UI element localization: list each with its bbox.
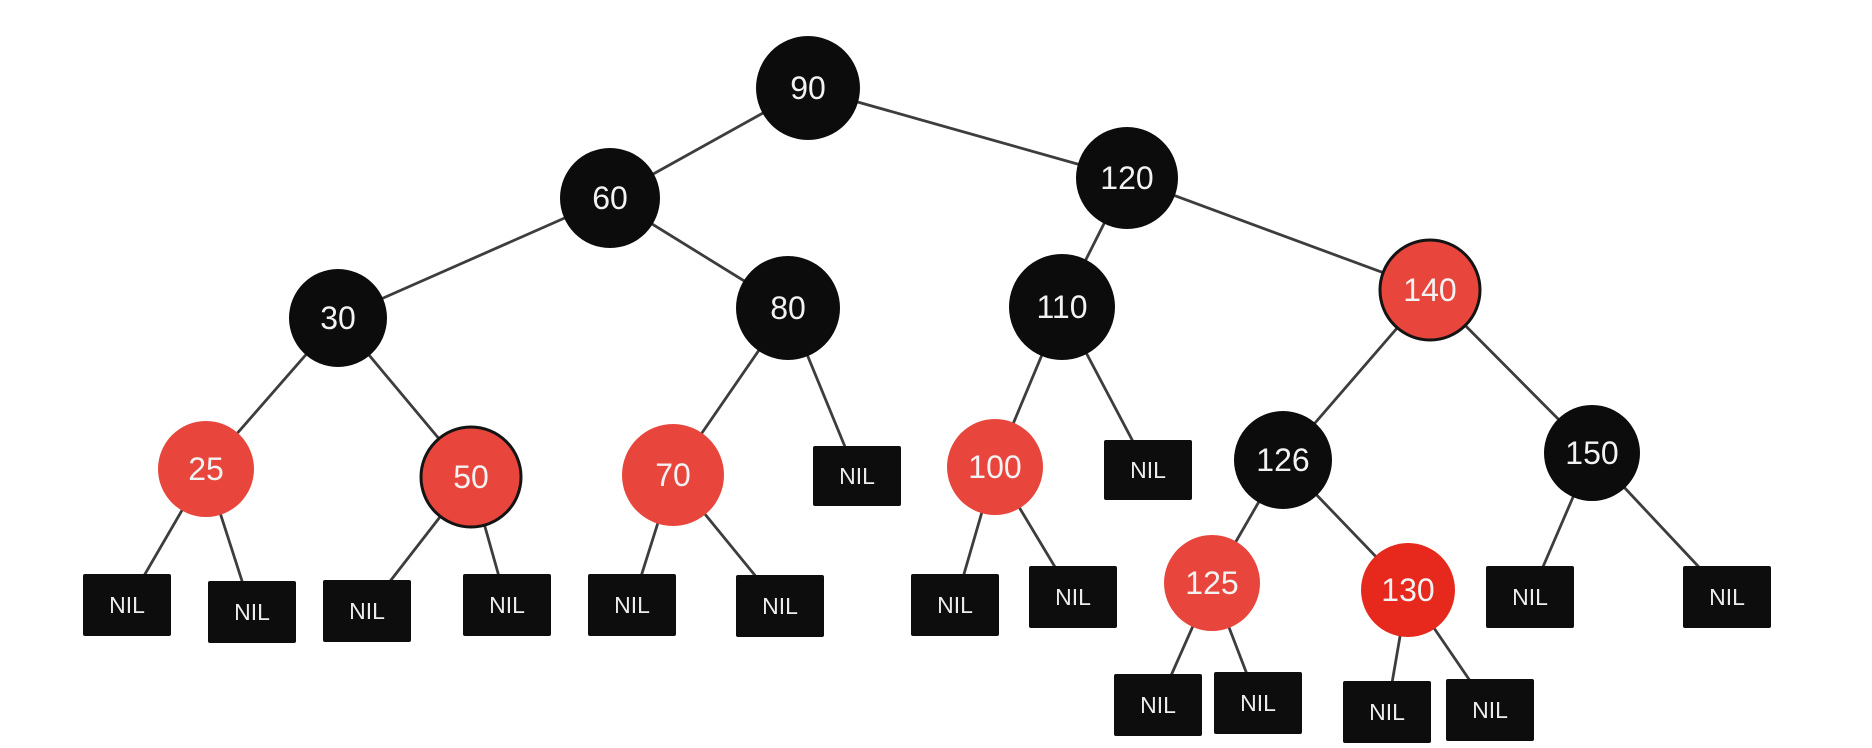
- node-label-nil-25-r: NIL: [234, 599, 270, 625]
- node-circle-140: [1378, 238, 1482, 342]
- node-circle-110: [1009, 254, 1115, 360]
- nil-node-nil-80-r: NIL: [813, 446, 901, 506]
- tree-node-110: 110: [1009, 254, 1115, 360]
- nil-node-nil-110-r: NIL: [1104, 440, 1192, 500]
- node-label-nil-130-r: NIL: [1472, 697, 1508, 723]
- node-circle-80: [736, 256, 840, 360]
- tree-node-90: 90: [756, 36, 860, 140]
- edge-90-120: [806, 86, 1129, 180]
- node-label-nil-70-l: NIL: [614, 592, 650, 618]
- node-label-nil-125-l: NIL: [1140, 692, 1176, 718]
- nil-box-nil-125-l: [1114, 674, 1202, 736]
- nil-node-nil-125-r: NIL: [1214, 672, 1302, 734]
- nil-box-nil-100-l: [911, 574, 999, 636]
- node-circle-150: [1544, 405, 1640, 501]
- nil-box-nil-70-r: [736, 575, 824, 637]
- nil-box-nil-70-l: [588, 574, 676, 636]
- nil-node-nil-125-l: NIL: [1114, 674, 1202, 736]
- node-label-100: 100: [968, 449, 1021, 485]
- nil-node-nil-150-l: NIL: [1486, 566, 1574, 628]
- nil-node-nil-25-r: NIL: [208, 581, 296, 643]
- node-circle-100: [947, 419, 1043, 515]
- node-circle-25: [158, 421, 254, 517]
- tree-node-30: 30: [289, 269, 387, 367]
- nil-box-nil-130-r: [1446, 679, 1534, 741]
- node-label-25: 25: [188, 451, 224, 487]
- nil-box-nil-125-r: [1214, 672, 1302, 734]
- nil-box-nil-100-r: [1029, 566, 1117, 628]
- nil-box-nil-150-l: [1486, 566, 1574, 628]
- nil-box-nil-25-l: [83, 574, 171, 636]
- nil-node-nil-130-r: NIL: [1446, 679, 1534, 741]
- nil-node-nil-150-r: NIL: [1683, 566, 1771, 628]
- node-label-130: 130: [1381, 572, 1434, 608]
- node-label-70: 70: [655, 457, 691, 493]
- node-label-125: 125: [1185, 565, 1238, 601]
- tree-node-150: 150: [1544, 405, 1640, 501]
- node-label-nil-25-l: NIL: [109, 592, 145, 618]
- tree-node-50: 50: [419, 425, 523, 529]
- node-label-60: 60: [592, 180, 628, 216]
- tree-node-125: 125: [1164, 535, 1260, 631]
- node-label-80: 80: [770, 290, 806, 326]
- node-circle-50: [419, 425, 523, 529]
- node-label-nil-100-l: NIL: [937, 592, 973, 618]
- tree-node-126: 126: [1234, 411, 1332, 509]
- node-circle-90: [756, 36, 860, 140]
- node-label-nil-150-r: NIL: [1709, 584, 1745, 610]
- node-label-nil-80-r: NIL: [839, 463, 875, 489]
- node-circle-70: [622, 424, 724, 526]
- nil-node-nil-50-l: NIL: [323, 580, 411, 642]
- edge-120-140: [1125, 176, 1432, 292]
- node-circle-125: [1164, 535, 1260, 631]
- node-circle-130: [1361, 543, 1455, 637]
- tree-node-120: 120: [1076, 127, 1178, 229]
- nil-node-nil-70-l: NIL: [588, 574, 676, 636]
- node-label-nil-50-r: NIL: [489, 592, 525, 618]
- node-label-120: 120: [1100, 160, 1153, 196]
- tree-node-25: 25: [158, 421, 254, 517]
- node-label-140: 140: [1403, 272, 1456, 308]
- node-circle-120: [1076, 127, 1178, 229]
- node-label-110: 110: [1036, 289, 1087, 325]
- node-label-30: 30: [320, 300, 356, 336]
- tree-node-60: 60: [560, 148, 660, 248]
- nil-box-nil-50-r: [463, 574, 551, 636]
- node-label-nil-130-l: NIL: [1369, 699, 1405, 725]
- node-circle-60: [560, 148, 660, 248]
- nil-node-nil-130-l: NIL: [1343, 681, 1431, 743]
- node-label-126: 126: [1256, 442, 1309, 478]
- nil-box-nil-25-r: [208, 581, 296, 643]
- tree-node-130: 130: [1361, 543, 1455, 637]
- nil-box-nil-130-l: [1343, 681, 1431, 743]
- node-label-nil-125-r: NIL: [1240, 690, 1276, 716]
- nil-box-nil-50-l: [323, 580, 411, 642]
- node-label-50: 50: [453, 459, 489, 495]
- nil-node-nil-50-r: NIL: [463, 574, 551, 636]
- node-label-nil-100-r: NIL: [1055, 584, 1091, 610]
- nil-box-nil-110-r: [1104, 440, 1192, 500]
- node-label-nil-110-r: NIL: [1130, 457, 1166, 483]
- nil-node-nil-25-l: NIL: [83, 574, 171, 636]
- node-label-nil-50-l: NIL: [349, 598, 385, 624]
- nil-node-nil-100-l: NIL: [911, 574, 999, 636]
- tree-node-80: 80: [736, 256, 840, 360]
- node-circle-126: [1234, 411, 1332, 509]
- nil-node-nil-100-r: NIL: [1029, 566, 1117, 628]
- node-label-nil-150-l: NIL: [1512, 584, 1548, 610]
- nil-node-nil-70-r: NIL: [736, 575, 824, 637]
- tree-node-100: 100: [947, 419, 1043, 515]
- node-label-nil-70-r: NIL: [762, 593, 798, 619]
- node-circle-30: [289, 269, 387, 367]
- tree-node-140: 140: [1378, 238, 1482, 342]
- tree-node-70: 70: [622, 424, 724, 526]
- node-label-150: 150: [1565, 435, 1618, 471]
- node-label-90: 90: [790, 70, 826, 106]
- nil-box-nil-150-r: [1683, 566, 1771, 628]
- nil-box-nil-80-r: [813, 446, 901, 506]
